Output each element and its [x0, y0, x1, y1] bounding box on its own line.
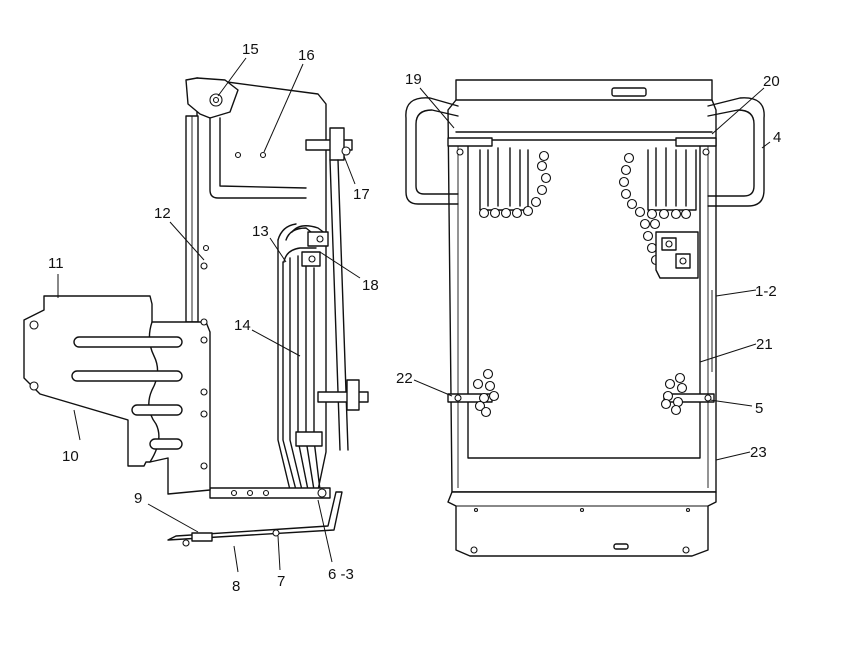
- callout-21: 21: [756, 336, 773, 353]
- callout-8: 8: [232, 578, 240, 595]
- callout-5: 5: [755, 400, 763, 417]
- callout-19: 19: [405, 71, 422, 88]
- right-handle: [707, 97, 765, 207]
- callout-15: 15: [242, 41, 259, 58]
- callout-20: 20: [763, 73, 780, 90]
- callout-13: 13: [252, 223, 269, 240]
- bottom-clip: [191, 532, 213, 542]
- callout-22: 22: [396, 370, 413, 387]
- callout-11: 11: [48, 255, 64, 272]
- callout-6-3: 6 -3: [328, 566, 354, 583]
- side-plate: [23, 295, 211, 495]
- base-frame: [209, 487, 331, 499]
- callout-17: 17: [353, 186, 370, 203]
- left-handle: [405, 97, 459, 205]
- callout-18: 18: [362, 277, 379, 294]
- bottom-base: [447, 491, 717, 557]
- bottom-bar: [167, 491, 343, 541]
- callout-4: 4: [773, 129, 781, 146]
- side-view-assembly: [23, 77, 369, 547]
- callout-23: 23: [750, 444, 767, 461]
- callout-1-2: 1-2: [755, 283, 777, 300]
- callout-12: 12: [154, 205, 171, 222]
- lower-mount-bracket: [317, 391, 369, 403]
- leader-lines: [57, 57, 771, 573]
- hole-cluster-lower-right: [660, 372, 688, 416]
- callout-16: 16: [298, 47, 315, 64]
- callout-14: 14: [234, 317, 251, 334]
- upper-right-bracket: [675, 137, 717, 147]
- inner-frame: [467, 139, 701, 459]
- callout-7: 7: [277, 573, 285, 590]
- callout-labels: 15 16 17 12 13 18 11 14 10 9 8 7 6 -3 19…: [48, 41, 781, 595]
- callout-10: 10: [62, 448, 79, 465]
- callout-9: 9: [134, 490, 142, 507]
- upper-left-bracket: [447, 137, 493, 147]
- l-bracket-bar: [209, 117, 307, 199]
- hole-cluster-lower-left: [472, 368, 500, 418]
- front-view-assembly: [405, 79, 765, 557]
- top-slot: [611, 87, 647, 97]
- hole-cluster-upper-left: [478, 150, 552, 219]
